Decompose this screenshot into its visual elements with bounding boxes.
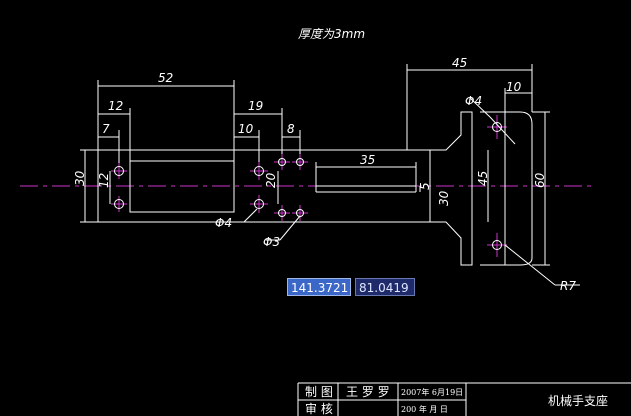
dim-52: 52 (158, 71, 173, 85)
title-block-part-name: 机械手支座 (548, 393, 608, 408)
part-outline (97, 111, 533, 266)
dim-r7: R7 (560, 279, 576, 293)
dim-35: 35 (360, 153, 375, 167)
dim-45-horizontal: 45 (452, 56, 467, 70)
dim-30-left: 30 (73, 170, 87, 186)
dim-phi3: Φ3 (263, 235, 280, 249)
dim-19: 19 (248, 99, 263, 113)
dim-phi4-right: Φ4 (465, 94, 482, 108)
title-block-review-label: 审 核 (305, 401, 333, 416)
thickness-note: 厚度为3mm (298, 27, 365, 41)
dim-phi4-left: Φ4 (215, 216, 232, 230)
dim-45-vertical: 45 (476, 171, 490, 186)
dynamic-input-x[interactable]: 141.3721 (287, 278, 351, 296)
dim-60: 60 (533, 172, 547, 188)
dim-7: 7 (102, 122, 110, 136)
dim-10-top: 10 (506, 80, 522, 94)
dim-20: 20 (264, 172, 278, 188)
title-block-date2: 200 年 月 日 (401, 404, 448, 414)
hole-crosshairs (111, 115, 507, 257)
dim-10-hole: 10 (238, 122, 254, 136)
dimension-lines (80, 64, 580, 286)
dynamic-input-y[interactable]: 81.0419 (355, 278, 415, 296)
title-block-frame (297, 382, 631, 416)
title-block-date1: 2007年 6月19日 (401, 387, 463, 397)
dim-5: 5 (418, 182, 432, 190)
dim-30-right: 30 (437, 190, 451, 206)
dim-12: 12 (108, 99, 123, 113)
dim-12-vertical: 12 (97, 173, 111, 188)
title-block-drawer-name: 王 罗 罗 (346, 385, 390, 399)
title-block-draw-label: 制 图 (305, 385, 333, 399)
dim-8: 8 (287, 122, 295, 136)
